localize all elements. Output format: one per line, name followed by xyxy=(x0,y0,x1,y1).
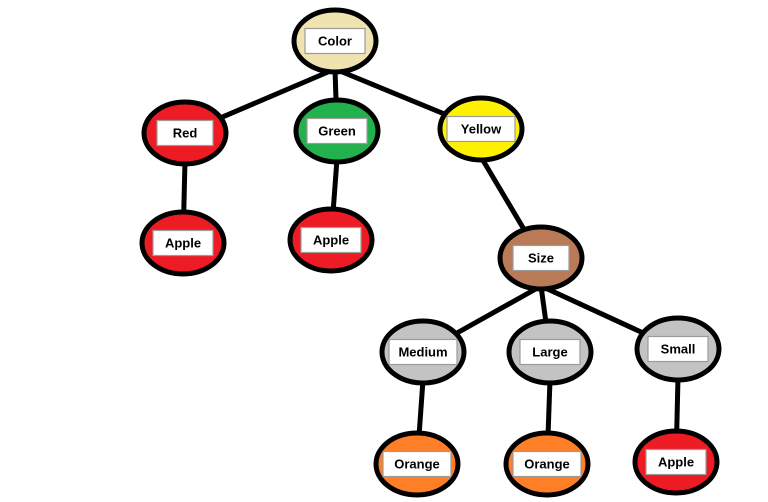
orange-medium-label-box xyxy=(382,450,452,478)
orange-large-label: Orange xyxy=(524,457,570,472)
tree-node-apple-green: Apple xyxy=(287,206,375,274)
size-label: Size xyxy=(528,251,554,266)
apple-red-label: Apple xyxy=(165,236,201,251)
tree-node-orange-large: Orange xyxy=(503,430,591,498)
yellow-label: Yellow xyxy=(461,122,502,137)
tree-node-color: Color xyxy=(291,7,379,75)
small-label: Small xyxy=(661,342,696,357)
tree-node-small: Small xyxy=(634,315,722,383)
tree-node-apple-red: Apple xyxy=(139,209,227,277)
tree-node-orange-medium: Orange xyxy=(373,430,461,498)
size-label-box xyxy=(512,244,570,272)
color-label: Color xyxy=(318,34,352,49)
tree-node-green: Green xyxy=(293,97,381,165)
tree-node-apple-small: Apple xyxy=(632,428,720,496)
tree-node-medium: Medium xyxy=(379,318,467,386)
tree-node-size: Size xyxy=(497,224,585,292)
apple-red-label-box xyxy=(152,229,214,257)
large-label-box xyxy=(519,338,581,366)
color-label-box xyxy=(304,27,366,55)
apple-green-label-box xyxy=(300,226,362,254)
yellow-label-box xyxy=(446,115,516,143)
green-label: Green xyxy=(318,124,356,139)
red-label-box xyxy=(156,119,214,147)
orange-medium-label: Orange xyxy=(394,457,440,472)
apple-small-label: Apple xyxy=(658,455,694,470)
apple-green-label: Apple xyxy=(313,233,349,248)
tree-node-yellow: Yellow xyxy=(437,95,525,163)
green-label-box xyxy=(306,117,368,145)
medium-label: Medium xyxy=(398,345,447,360)
red-label: Red xyxy=(173,126,198,141)
orange-large-label-box xyxy=(512,450,582,478)
small-label-box xyxy=(647,335,709,363)
apple-small-label-box xyxy=(645,448,707,476)
large-label: Large xyxy=(532,345,567,360)
tree-node-large: Large xyxy=(506,318,594,386)
tree-node-red: Red xyxy=(141,99,229,167)
medium-label-box xyxy=(388,338,458,366)
